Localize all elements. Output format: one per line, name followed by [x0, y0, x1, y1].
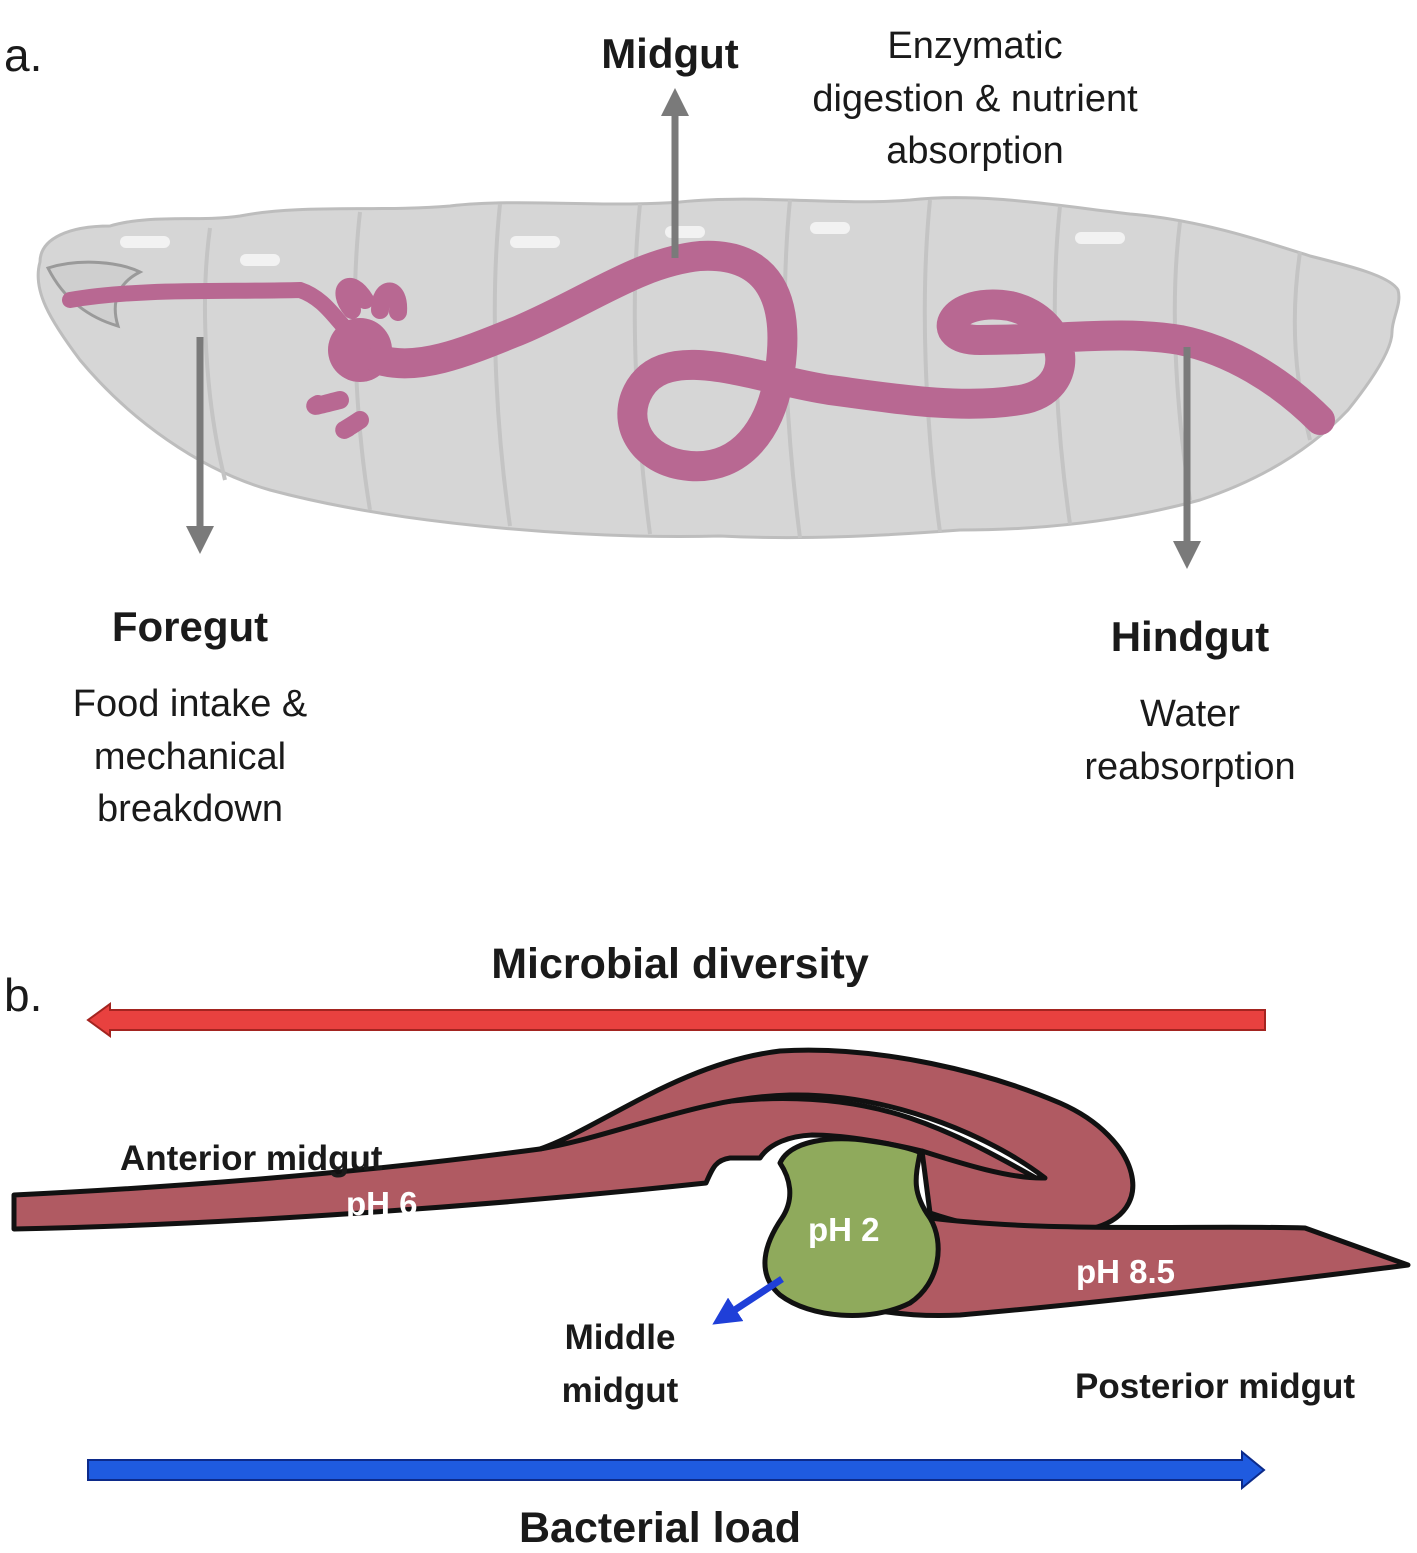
foregut-desc-text: Food intake & mechanical breakdown — [72, 683, 308, 830]
anterior-ph-label: pH 6 — [346, 1185, 418, 1222]
bacterial-load-arrow — [87, 1449, 1266, 1491]
posterior-ph-label: pH 8.5 — [1076, 1253, 1176, 1290]
midgut-description: Enzymatic digestion & nutrient absorptio… — [760, 0, 1190, 199]
microbial-diversity-arrow — [86, 1002, 1266, 1038]
bacterial-load-label: Bacterial load — [519, 1504, 801, 1552]
middle-midgut-pointer — [712, 1276, 784, 1325]
foregut-label: Foregut Food intake & mechanical breakdo… — [20, 576, 360, 858]
hindgut-label: Hindgut Water reabsorption — [1040, 586, 1340, 815]
midgut-desc-text: Enzymatic digestion & nutrient absorptio… — [812, 25, 1138, 172]
midgut-title: Midgut — [601, 30, 739, 77]
foregut-title: Foregut — [111, 603, 269, 651]
larva-gut — [62, 240, 1335, 482]
middle-midgut-chamber — [762, 1136, 941, 1318]
panel-b-letter: b. — [4, 969, 43, 1021]
anterior-midgut-label: Anterior midgut — [120, 1139, 383, 1178]
hindgut-title: Hindgut — [1110, 613, 1270, 661]
microbial-diversity-label: Microbial diversity — [491, 940, 869, 988]
middle-ph-label: pH 2 — [808, 1211, 880, 1248]
hindgut-desc-text: Water reabsorption — [1084, 693, 1296, 788]
posterior-midgut-label: Posterior midgut — [1074, 1367, 1356, 1406]
middle-midgut-label: Middle midgut — [561, 1318, 679, 1410]
midgut-label: Midgut — [560, 30, 780, 77]
panel-a-letter: a. — [4, 29, 43, 81]
